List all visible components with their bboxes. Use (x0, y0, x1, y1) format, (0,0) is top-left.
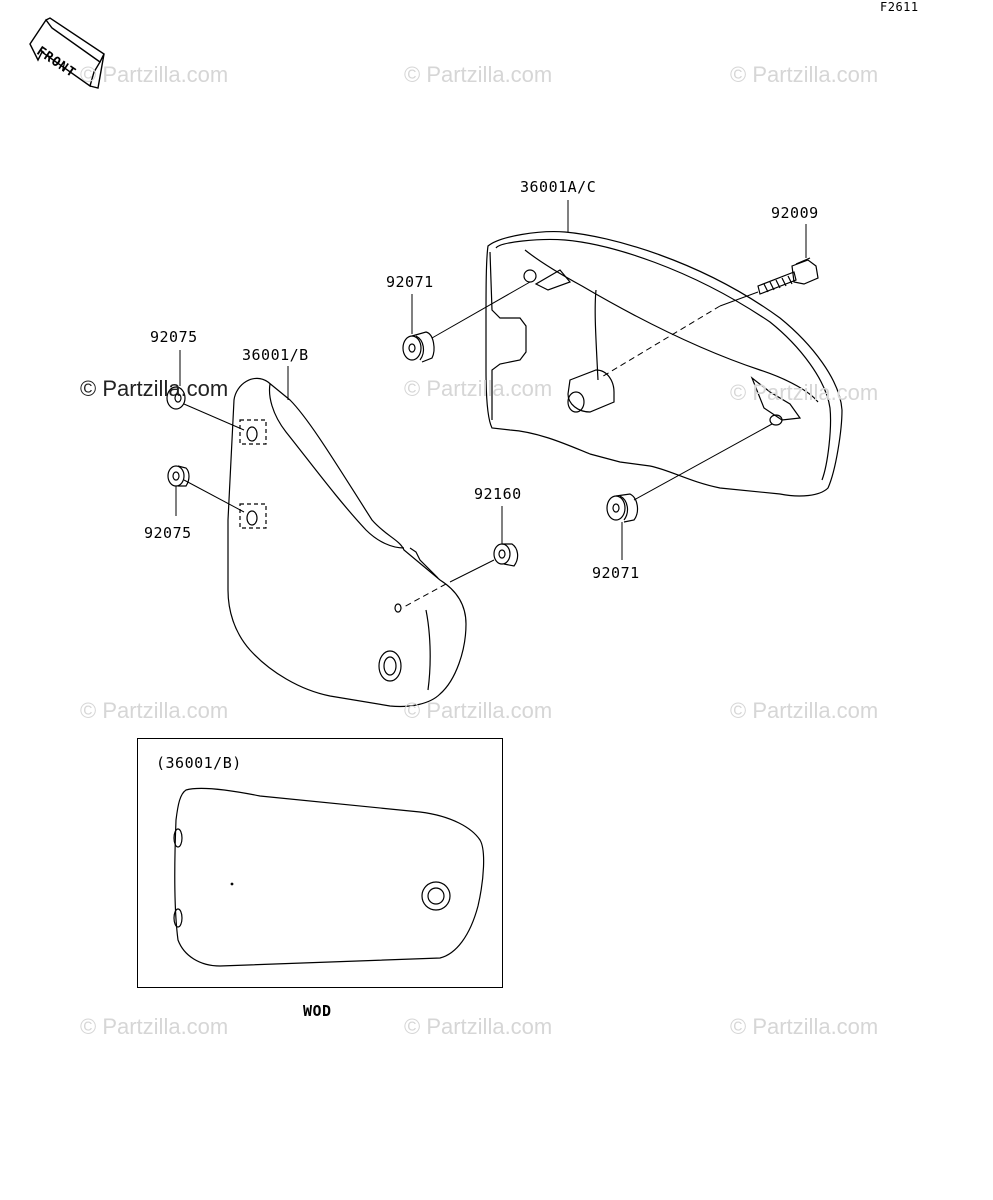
grommet-92075-bottom (168, 466, 189, 486)
label-36001-b: 36001/B (242, 346, 309, 364)
inset-side-cover-drawing (174, 788, 484, 966)
watermark: © Partzilla.com (730, 1014, 879, 1039)
bolt-92009 (758, 258, 818, 294)
inset-title: (36001/B) (156, 754, 242, 772)
inset-caption: WOD (303, 1002, 332, 1020)
side-cover-left (228, 378, 466, 706)
label-92160: 92160 (474, 485, 522, 503)
watermark: © Partzilla.com (80, 698, 229, 723)
grommet-92071-bottom (607, 494, 637, 522)
washer-92160 (494, 544, 518, 566)
label-92071-top: 92071 (386, 273, 434, 291)
watermark: © Partzilla.com (404, 62, 553, 87)
figure-code: F2611 (880, 0, 919, 14)
watermark-dark: © Partzilla.com (80, 376, 229, 401)
watermark: © Partzilla.com (404, 698, 553, 723)
leader-lines (176, 200, 806, 608)
front-arrow-icon (30, 17, 105, 89)
grommet-92071-top (403, 332, 434, 362)
label-92009: 92009 (771, 204, 819, 222)
watermark: © Partzilla.com (80, 1014, 229, 1039)
watermark: © Partzilla.com (730, 62, 879, 87)
watermark: © Partzilla.com (404, 376, 553, 401)
label-92075-bottom: 92075 (144, 524, 192, 542)
label-36001a-c: 36001A/C (520, 178, 597, 196)
watermark: © Partzilla.com (730, 380, 879, 405)
label-92071-bottom: 92071 (592, 564, 640, 582)
label-92075-top: 92075 (150, 328, 198, 346)
watermark: © Partzilla.com (80, 62, 229, 87)
side-cover-right (486, 232, 842, 496)
watermark: © Partzilla.com (404, 1014, 553, 1039)
watermark: © Partzilla.com (730, 698, 879, 723)
inset-frame (137, 738, 503, 988)
grommet-92075-top (167, 387, 185, 409)
